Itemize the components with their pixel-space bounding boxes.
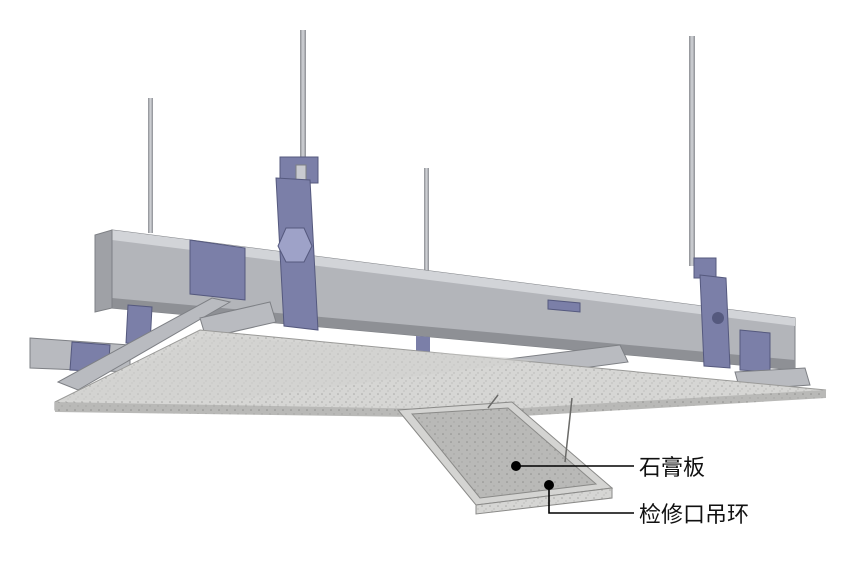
hanger-rod-left: [148, 98, 153, 233]
hanger-rod-center-left: [300, 30, 306, 180]
bracket-right: [693, 257, 771, 373]
hanger-brackets: [69, 156, 771, 373]
bracket-small-center: [416, 299, 581, 352]
callout-access-hatch-ring: 检修口吊环: [639, 503, 750, 528]
ceiling-board: [54, 329, 827, 418]
access-hatch: [396, 394, 614, 515]
callout-leaders: [511, 461, 634, 514]
hanger-rods: [148, 30, 695, 288]
leader-line-ring: [548, 485, 634, 514]
bracket-center-left: [275, 156, 319, 331]
hanger-rod-center: [424, 168, 429, 288]
callout-gypsum-board: 石膏板: [639, 456, 706, 481]
hanger-rod-right: [689, 36, 695, 266]
